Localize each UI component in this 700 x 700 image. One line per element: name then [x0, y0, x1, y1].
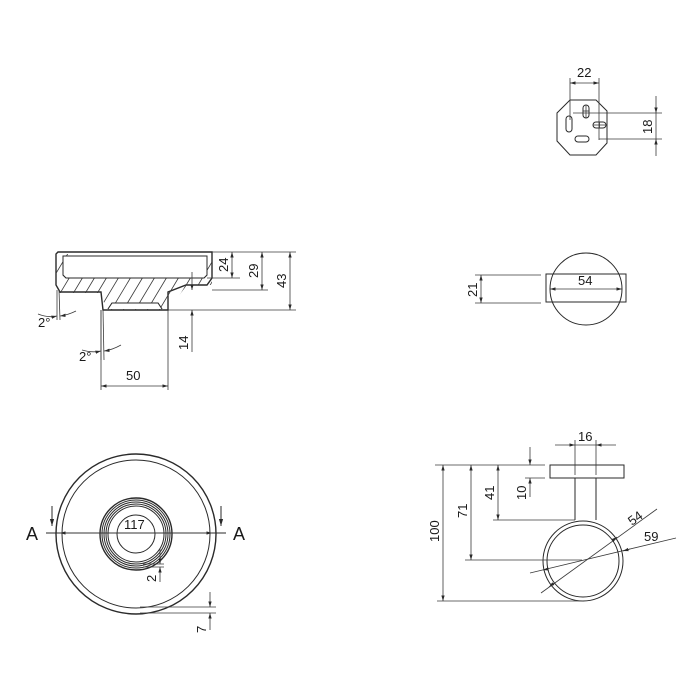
mounting-plate-view: 22 18: [556, 65, 662, 156]
dim-29: 29: [246, 264, 261, 278]
dim-117: 117: [124, 517, 145, 532]
dim-54-diag: 54: [625, 508, 646, 529]
slot-bottom: [574, 135, 590, 143]
dim-16: 16: [578, 429, 592, 444]
ring-inner: [546, 524, 620, 598]
dim-54-top: 54: [578, 273, 592, 288]
bracket-plate: [549, 464, 625, 479]
section-hatching: [56, 254, 212, 310]
section-mark-left: A: [26, 524, 38, 544]
hub-ring-1: [99, 497, 173, 571]
dim-100: 100: [427, 520, 442, 542]
mounting-plate-outline: [556, 99, 608, 156]
dim-7: 7: [194, 626, 209, 633]
dim-71: 71: [455, 504, 470, 518]
ring-outer: [542, 520, 624, 602]
dim-24: 24: [216, 258, 231, 272]
bracket-side-view: 16 10 41 71 100 54 59: [427, 429, 677, 602]
section-mark-right: A: [233, 524, 245, 544]
dim-43: 43: [274, 274, 289, 288]
dim-50: 50: [126, 368, 140, 383]
section-view: 24 29 43 14 50 2° 2°: [37, 251, 296, 390]
dim-14: 14: [176, 336, 191, 350]
dim-18: 18: [640, 120, 655, 134]
dim-10: 10: [514, 486, 529, 500]
dim-22: 22: [577, 65, 591, 80]
dim-21: 21: [465, 283, 480, 297]
dim-2: 2: [144, 575, 159, 582]
bracket-arm-rect: [545, 273, 627, 303]
dim-59: 59: [644, 529, 658, 544]
plan-view: A A 117 2 7: [26, 453, 245, 633]
dim-2deg-outer: 2°: [38, 315, 50, 330]
slot-left: [565, 115, 573, 133]
bracket-top-view: 54 21: [465, 252, 627, 326]
dim-41: 41: [482, 486, 497, 500]
dim-2deg-stem: 2°: [79, 349, 91, 364]
inner-rim: [61, 459, 211, 609]
outer-rim: [55, 453, 217, 615]
